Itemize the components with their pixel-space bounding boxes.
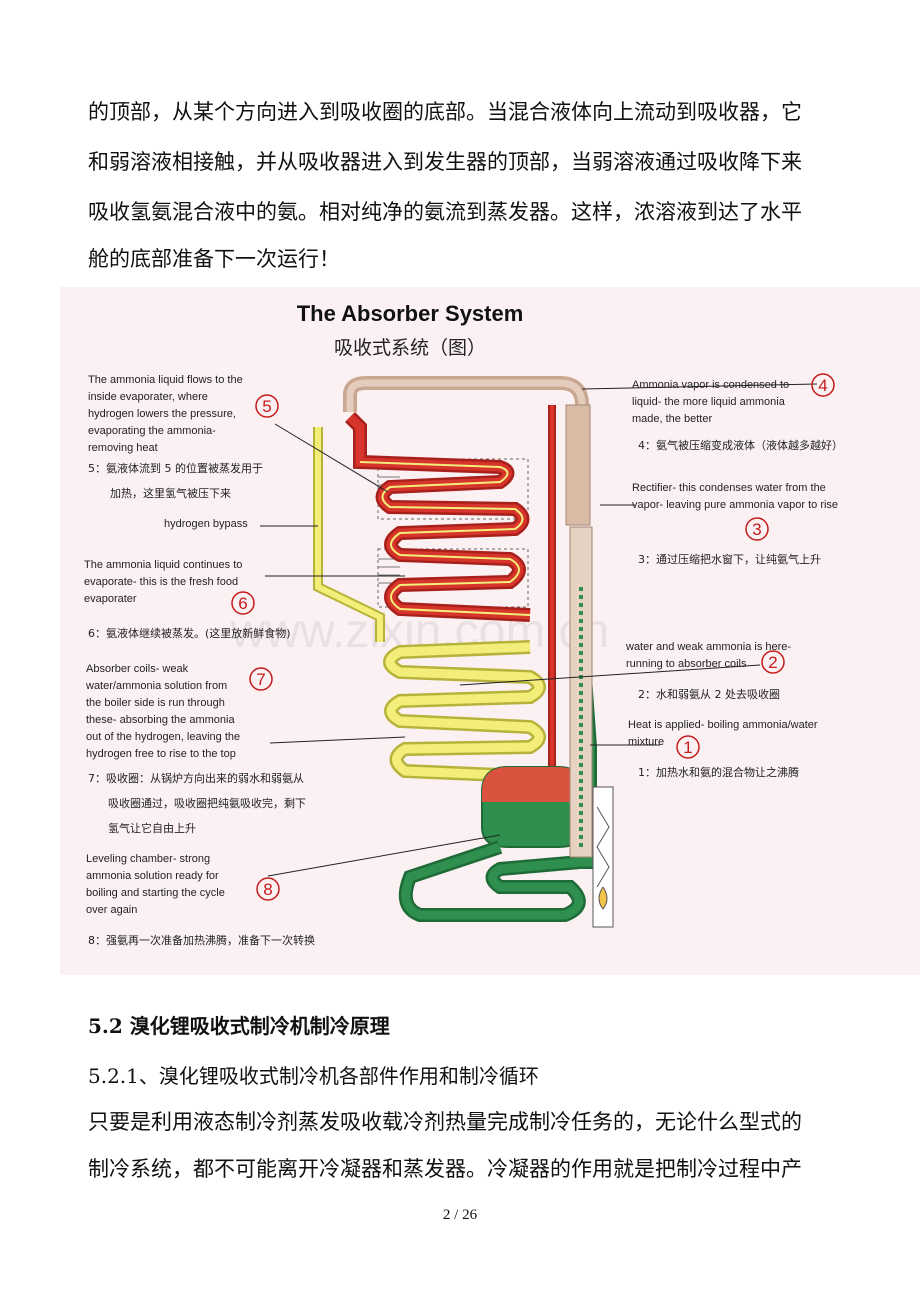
c6-badge	[231, 591, 255, 615]
c8-en-4: over again	[86, 904, 137, 916]
c3-en-2: vapor- leaving pure ammonia vapor to ris…	[632, 499, 838, 511]
c6-num: 6	[238, 594, 247, 613]
c7-cn-2: 吸收圈通过，吸收圈把纯氨吸收完，剩下	[108, 796, 306, 810]
body-line-1: 只要是利用液态制冷剂蒸发吸收载冷剂热量完成制冷任务的，无论什么型式的	[88, 1110, 802, 1134]
c4-en-3: made, the better	[632, 413, 712, 425]
c2-badge	[761, 650, 785, 674]
c4-num: 4	[818, 376, 827, 395]
body-line-2: 制冷系统，都不可能离开冷凝器和蒸发器。冷凝器的作用就是把制冷过程中产	[88, 1157, 802, 1181]
c6-en-1: The ammonia liquid continues to	[84, 559, 242, 571]
intro-line-2: 和弱溶液相接触，并从吸收器进入到发生器的顶部，当弱溶液通过吸收降下来	[88, 150, 802, 174]
c7-en-4: these- absorbing the ammonia	[86, 714, 235, 726]
absorber-system-figure: The Absorber System 吸收式系统（图） www.zixin.c…	[60, 287, 920, 975]
c4-cn: 4：氨气被压缩变成液体（液体越多越好）	[638, 438, 843, 452]
c7-cn-3: 氢气让它自由上升	[108, 821, 196, 835]
c1-num: 1	[683, 738, 692, 757]
c1-en-2: mixture	[628, 736, 664, 748]
intro-line-3: 吸收氢氨混合液中的氨。相对纯净的氨流到蒸发器。这样，浓溶液到达了水平	[88, 200, 802, 224]
c8-cn: 8：强氨再一次准备加热沸腾，准备下一次转换	[88, 933, 315, 947]
c6-en-3: evaporater	[84, 593, 137, 605]
c3-cn: 3：通过压缩把水窗下，让纯氨气上升	[638, 552, 821, 566]
page-number: 2 / 26	[442, 1207, 478, 1223]
c7-en-6: hydrogen free to rise to the top	[86, 748, 236, 760]
intro-line-1: 的顶部，从某个方向进入到吸收圈的底部。当混合液体向上流动到吸收器，它	[88, 100, 802, 124]
subsection-heading: 5.2.1、溴化锂吸收式制冷机各部件作用和制冷循环	[88, 1064, 539, 1088]
c6-cn: 6：氨液体继续被蒸发。(这里放新鲜食物)	[88, 626, 291, 640]
c1-cn: 1：加热水和氨的混合物让之沸腾	[638, 765, 799, 779]
c4-en-1: Ammonia vapor is condensed to	[632, 379, 789, 391]
c5-en-2: inside evaporater, where	[88, 391, 208, 403]
c2-num: 2	[768, 653, 777, 672]
c5-num: 5	[262, 397, 271, 416]
c7-num: 7	[256, 670, 265, 689]
c5-cn-2: 加热，这里氢气被压下来	[110, 486, 231, 500]
c5-badge	[255, 394, 279, 418]
c5-en-3: hydrogen lowers the pressure,	[88, 408, 236, 420]
c4-badge	[811, 373, 835, 397]
c1-badge	[676, 735, 700, 759]
c7-en-3: the boiler side is run through	[86, 697, 225, 709]
c2-en-2: running to absorber coils	[626, 658, 747, 670]
c5-cn-1: 5：氨液体流到 5 的位置被蒸发用于	[88, 461, 263, 475]
c3-num: 3	[752, 520, 761, 539]
section-heading: 5.2 溴化锂吸收式制冷机制冷原理	[88, 1014, 390, 1038]
c7-en-1: Absorber coils- weak	[86, 663, 189, 675]
absorber-coils	[383, 640, 546, 782]
figure-title: The Absorber System	[297, 301, 524, 326]
c3-badge	[745, 517, 769, 541]
c8-num: 8	[263, 880, 272, 899]
c4-en-2: liquid- the more liquid ammonia	[632, 396, 786, 408]
c5-en-5: removing heat	[88, 442, 158, 454]
c8-badge	[256, 877, 280, 901]
c7-badge	[249, 667, 273, 691]
c8-en-3: boiling and starting the cycle	[86, 887, 225, 899]
c7-cn-1: 7：吸收圈：从锅炉方向出来的弱水和弱氨从	[88, 771, 304, 785]
c2-en-1: water and weak ammonia is here-	[625, 641, 791, 653]
c8-en-2: ammonia solution ready for	[86, 870, 219, 882]
c1-en-1: Heat is applied- boiling ammonia/water	[628, 719, 818, 731]
figure-subtitle: 吸收式系统（图）	[334, 337, 486, 359]
c7-en-2: water/ammonia solution from	[85, 680, 227, 692]
c7-en-5: out of the hydrogen, leaving the	[86, 731, 240, 743]
c5-en-4: evaporating the ammonia-	[88, 425, 216, 437]
c5-en-1: The ammonia liquid flows to the	[88, 374, 243, 386]
c2-cn: 2：水和弱氨从 2 处去吸收圈	[638, 687, 780, 701]
c6-en-2: evaporate- this is the fresh food	[84, 576, 238, 588]
bypass-label: hydrogen bypass	[164, 518, 248, 530]
c3-en-1: Rectifier- this condenses water from the	[632, 482, 826, 494]
intro-line-4: 舱的底部准备下一次运行！	[88, 247, 340, 271]
c8-en-1: Leveling chamber- strong	[86, 853, 210, 865]
